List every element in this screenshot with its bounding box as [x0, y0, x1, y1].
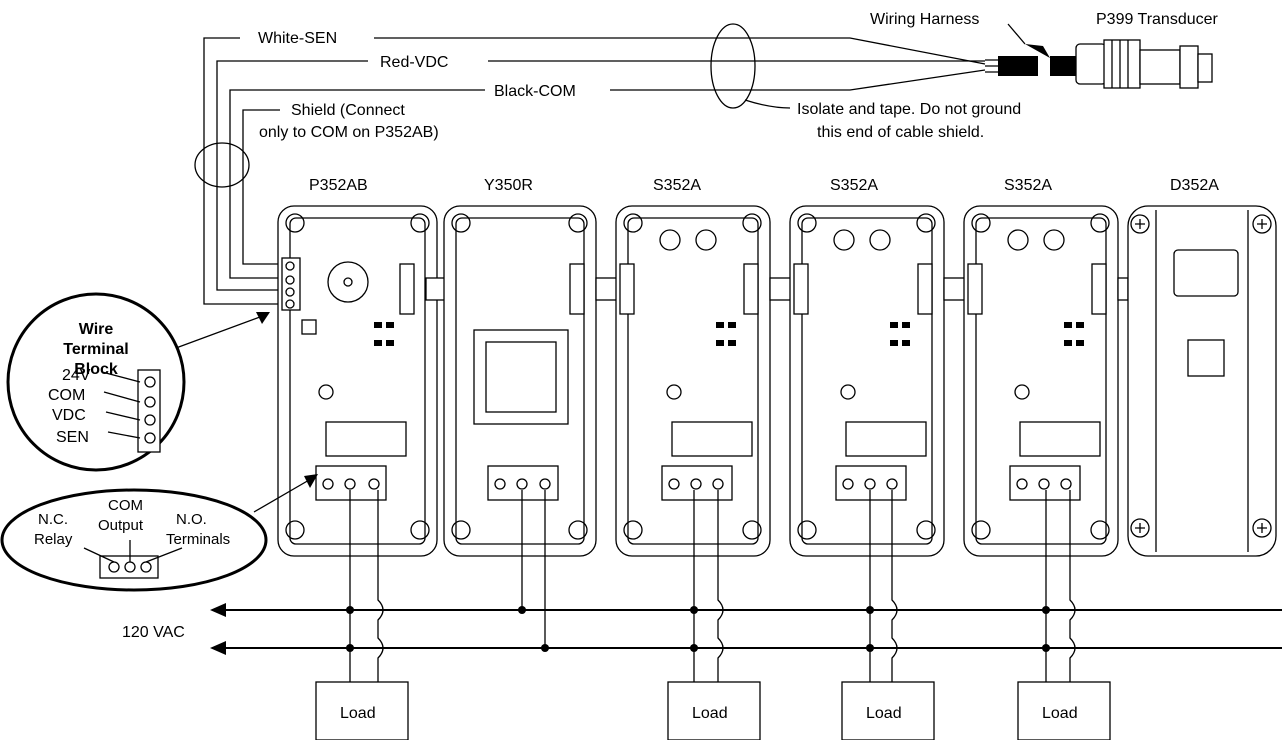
module-label-p352ab: P352AB — [309, 177, 368, 194]
shield-bundle-ellipse — [194, 142, 250, 188]
load-label-4: Load — [1042, 705, 1078, 722]
cable-bundle-ellipse — [710, 23, 756, 109]
module-s352a-1 — [615, 205, 793, 557]
terminal-block-title-3: Block — [74, 361, 118, 378]
module-label-s352a-3: S352A — [1004, 177, 1052, 194]
sensor-wires — [203, 37, 986, 305]
wire-label-white-sen: White-SEN — [258, 30, 337, 47]
load-label-2: Load — [692, 705, 728, 722]
module-y350r — [443, 205, 619, 557]
module-s352a-3 — [963, 205, 1129, 557]
pin-label-sen: SEN — [56, 429, 89, 446]
transducer-label: P399 Transducer — [1096, 11, 1219, 28]
relay-nc-label-1: N.C. — [38, 511, 68, 528]
module-label-s352a-2: S352A — [830, 177, 878, 194]
relay-no-label-1: N.O. — [176, 511, 207, 528]
terminal-block-title-2: Terminal — [63, 341, 129, 358]
module-s352a-2 — [789, 205, 967, 557]
wiring-harness — [985, 23, 1078, 76]
module-label-y350r: Y350R — [484, 177, 533, 194]
pin-label-vdc: VDC — [52, 407, 86, 424]
pin-label-24v: 24V — [62, 367, 91, 384]
shield-label-line2: only to COM on P352AB) — [259, 124, 439, 141]
harness-label: Wiring Harness — [870, 11, 979, 28]
transducer-icon — [1075, 39, 1213, 89]
relay-no-label-2: Terminals — [166, 531, 230, 548]
pin-label-com: COM — [48, 387, 85, 404]
relay-com-label-1: COM — [108, 497, 143, 514]
module-label-d352a: D352A — [1170, 177, 1219, 194]
load-boxes — [315, 681, 1111, 740]
shield-label-line1: Shield (Connect — [291, 102, 405, 119]
terminal-block-title-1: Wire — [79, 321, 114, 338]
module-label-s352a-1: S352A — [653, 177, 701, 194]
wire-label-black-com: Black-COM — [494, 83, 576, 100]
supply-label: 120 VAC — [122, 624, 185, 641]
load-label-1: Load — [340, 705, 376, 722]
isolate-label-line1: Isolate and tape. Do not ground — [797, 101, 1021, 118]
relay-callout — [0, 474, 318, 592]
relay-com-label-2: Output — [98, 517, 144, 534]
module-d352a — [1127, 205, 1277, 557]
relay-nc-label-2: Relay — [34, 531, 73, 548]
module-p352ab — [277, 205, 455, 557]
load-label-3: Load — [866, 705, 902, 722]
terminal-block-callout — [6, 292, 270, 472]
wire-label-red-vdc: Red-VDC — [380, 54, 448, 71]
isolate-label-line2: this end of cable shield. — [817, 124, 984, 141]
load-wiring — [346, 490, 1076, 682]
ac-bus-lines — [210, 603, 1282, 655]
